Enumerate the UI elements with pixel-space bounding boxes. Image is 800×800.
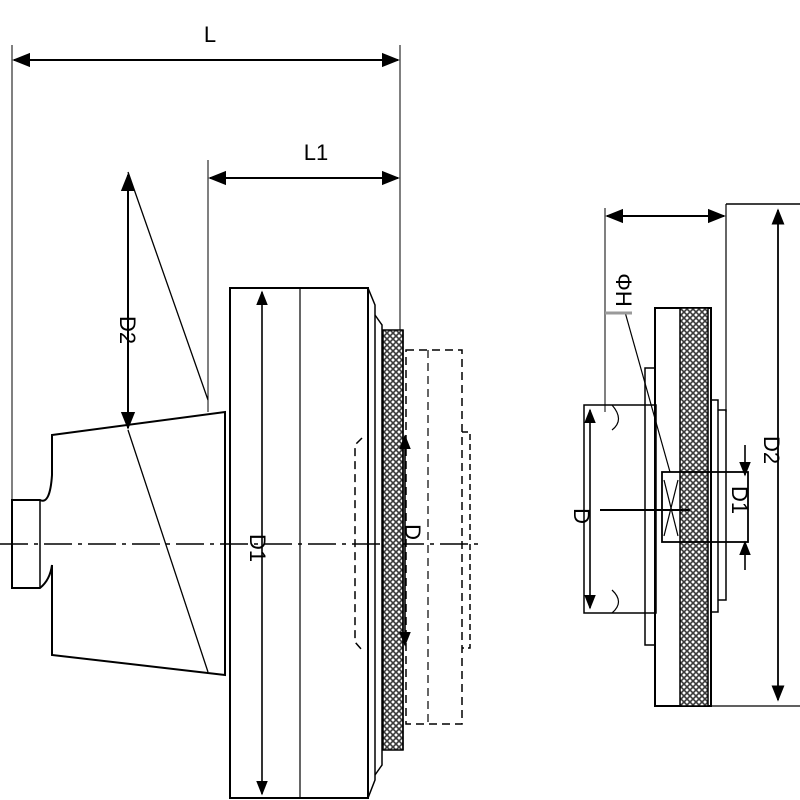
label-D-left: D (400, 524, 425, 540)
phiH-leader (624, 311, 671, 473)
label-PhiH: ΦH (611, 273, 636, 306)
end-cap-step (718, 409, 727, 601)
end-collar (644, 367, 655, 646)
bore-arc-bottom (611, 589, 620, 614)
label-L: L (204, 22, 216, 47)
ext-line-D2-bottom (127, 429, 209, 673)
knurled-ring-left (382, 329, 404, 751)
end-cap-right (711, 399, 719, 613)
bore-arc-top (611, 404, 620, 431)
label-D-right: D (569, 508, 594, 524)
taper-shank (11, 410, 226, 677)
phantom-jaw-outer (405, 349, 463, 725)
phantom-jaw-inner (354, 437, 363, 651)
side-view: L L1 D2 D1 D (0, 22, 480, 799)
label-D2-left: D2 (115, 316, 140, 344)
ext-line-D2-top (127, 171, 209, 401)
label-D1-right: D1 (727, 486, 752, 514)
phantom-jaw-tip (462, 431, 471, 649)
end-view: ΦH D D1 D2 (569, 203, 800, 707)
main-body (229, 287, 369, 799)
body-chamfer (367, 287, 376, 799)
pin-cross-2 (663, 479, 679, 537)
label-D2-right: D2 (759, 436, 784, 464)
body-step (374, 314, 383, 776)
label-D1-left: D1 (245, 534, 270, 562)
label-L1: L1 (304, 140, 328, 165)
center-pin (661, 471, 749, 543)
knurled-ring-right (679, 307, 709, 707)
